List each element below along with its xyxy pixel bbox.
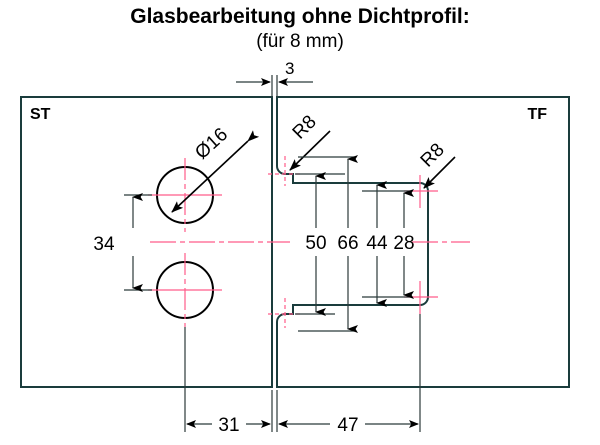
dim-50-text: 50	[305, 233, 326, 254]
drawing-title-block: Glasbearbeitung ohne Dichtprofil: (für 8…	[0, 0, 600, 54]
dim-66-text: 66	[337, 233, 358, 254]
diameter-leader-line	[171, 130, 260, 213]
vertical-dimension-stack: 50 66 44 28	[295, 155, 415, 333]
gap-dimension: 3	[236, 59, 313, 97]
hole-spacing-text: 34	[93, 234, 115, 255]
radius-top-text: R8	[289, 112, 321, 144]
radius-right-text: R8	[417, 140, 449, 172]
hole-spacing-dimension: 34	[93, 193, 152, 292]
dim-28-text: 28	[393, 233, 414, 254]
page-subtitle: (für 8 mm)	[256, 31, 344, 52]
left-panel-label: ST	[30, 106, 51, 123]
dim-31-text: 31	[218, 415, 239, 436]
gap-dimension-text: 3	[285, 59, 294, 78]
dim-44-text: 44	[366, 233, 388, 254]
radius-top-callout: R8	[289, 112, 331, 171]
hole-diameter-text: Ø16	[191, 124, 232, 164]
bottom-dimension-group: 31 47	[184, 314, 421, 436]
radius-right-callout: R8	[417, 140, 456, 189]
radius-right-leader	[423, 156, 456, 189]
dim-47-text: 47	[337, 415, 358, 436]
page-title: Glasbearbeitung ohne Dichtprofil:	[130, 5, 470, 28]
radius-top-leader	[289, 130, 331, 171]
right-panel-label: TF	[527, 106, 547, 123]
